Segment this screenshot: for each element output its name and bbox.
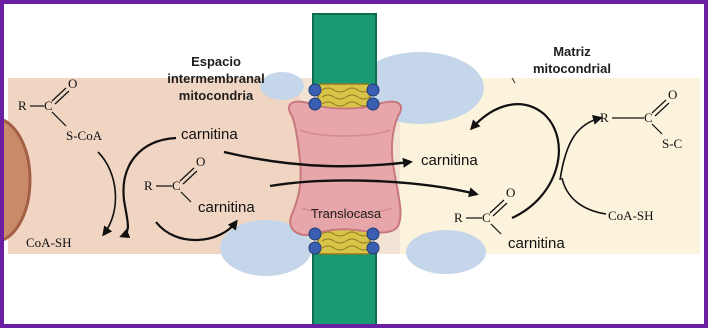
coash-left: CoA-SH (26, 235, 72, 250)
acylcarnitine-o: O (196, 154, 205, 169)
vesicle-top-left (260, 72, 304, 100)
membrane-bar-bottom (313, 252, 376, 326)
svg-text:C: C (44, 98, 53, 113)
acyl-scoa: S-CoA (66, 128, 103, 143)
acylcarnitine-right-o: O (506, 185, 515, 200)
acyl-r: R (18, 98, 27, 113)
acylcarnitine-right-r: R (454, 210, 463, 225)
translocase-label: Translocasa (311, 206, 382, 221)
carnitina-left-top: carnitina (181, 126, 238, 143)
matrix-label-line1: Matriz (553, 44, 591, 59)
coash-right: CoA-SH (608, 208, 654, 223)
acyl-right-r: R (600, 110, 609, 125)
carnitina-right-bottom: carnitina (508, 235, 565, 252)
acyl-right-o: O (668, 87, 677, 102)
membrane-bar-top (313, 14, 376, 86)
carnitina-left-mid: carnitina (198, 199, 255, 216)
intermembrane-label-line1: Espacio (191, 54, 241, 69)
vesicle-bottom-right (406, 230, 486, 274)
acyl-o: O (68, 76, 77, 91)
acyl-right-sc: S-C (662, 136, 682, 151)
carnitina-right-top: carnitina (421, 152, 478, 169)
intermembrane-label-line3: mitocondria (179, 88, 254, 103)
intermembrane-label-line2: intermembranal (167, 71, 265, 86)
svg-text:C: C (482, 210, 491, 225)
acylcarnitine-r: R (144, 178, 153, 193)
svg-text:C: C (644, 110, 653, 125)
matrix-label-line2: mitocondrial (533, 61, 611, 76)
svg-text:C: C (172, 178, 181, 193)
